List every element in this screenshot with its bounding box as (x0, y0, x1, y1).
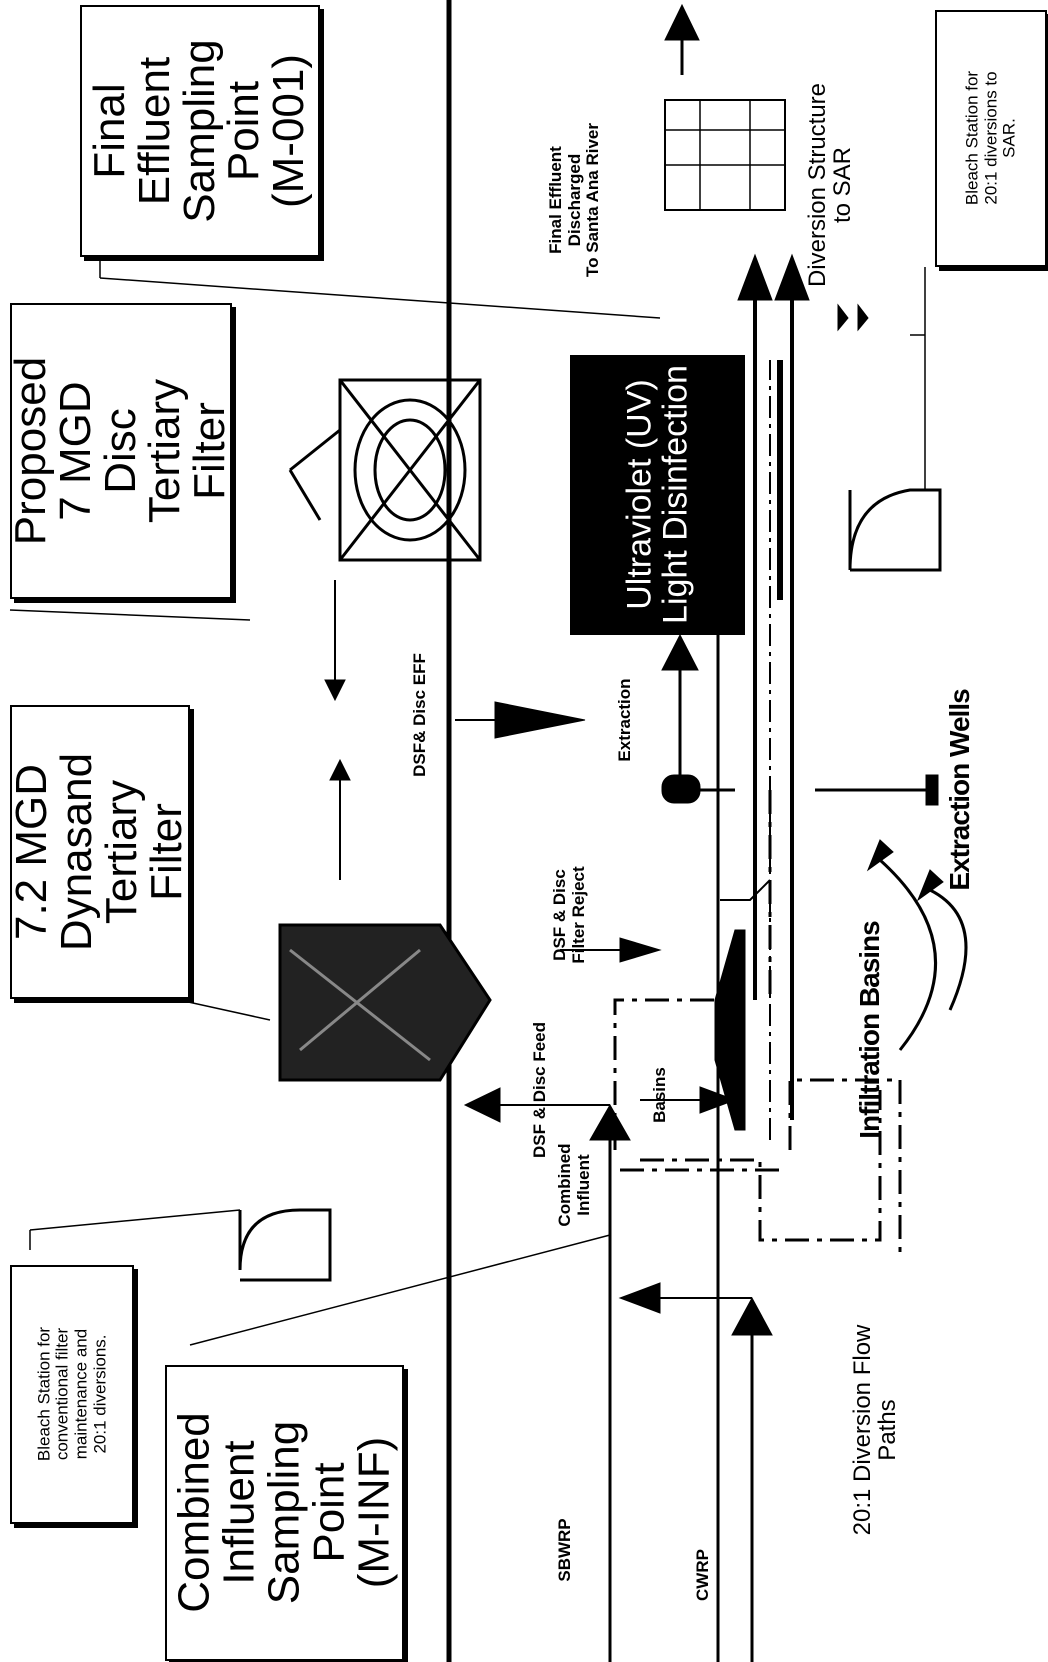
bleach-tank-left (238, 1208, 332, 1282)
dynasand-filter-icon (278, 923, 492, 1082)
sbwrp-arrowhead (589, 1103, 631, 1141)
bleach-sar-box: Bleach Station for 20:1 diversions to SA… (935, 10, 1047, 267)
final-effluent-label: Final Effluent Sampling Point (M-001) (84, 39, 314, 223)
cwrp-cross-arrowhead (618, 1282, 661, 1314)
basins-label: Basins (649, 1067, 669, 1123)
feed-arrowhead (463, 1087, 501, 1123)
dynasand-filter-label: 7.2 MGD Dynasand Tertiary Filter (7, 752, 191, 952)
extraction-arrowhead (661, 633, 699, 671)
extraction-wells-label: Extraction Wells (944, 689, 976, 891)
bleach-conventional-label: Bleach Station for conventional filter m… (34, 1326, 110, 1462)
reject-arrowhead (619, 937, 662, 963)
bleach-sar-label: Bleach Station for 20:1 diversions to SA… (962, 70, 1019, 206)
filter-reject-label: DSF & Disc Filter Reject (550, 866, 588, 964)
proposed-filter-box: Proposed 7 MGD Disc Tertiary Filter (5, 303, 235, 599)
basins-arrowhead (699, 1086, 737, 1114)
final-effluent-box: Final Effluent Sampling Point (M-001) (80, 5, 320, 257)
outlet-arrowhead (664, 3, 700, 41)
dsf-disc-eff-label: DSF& Disc EFF (409, 653, 429, 777)
final-discharge-label: Final Effluent Discharged To Santa Ana R… (545, 123, 603, 277)
sbwrp-label: SBWRP (554, 1518, 574, 1582)
eff-arrowhead (494, 701, 586, 739)
combined-influent-label: Combined Influent (555, 1143, 593, 1227)
bleach-tank-right (848, 488, 942, 572)
diversion-path-b (640, 1090, 882, 1242)
dynasand-filter-box: 7.2 MGD Dynasand Tertiary Filter (7, 705, 191, 999)
uv-disinfection-label: Ultraviolet (UV) Light Disinfection (620, 365, 694, 624)
infiltration-basin (714, 929, 746, 1131)
extraction-pump (661, 774, 701, 804)
cwrp-arrowhead (731, 1296, 773, 1336)
combined-influent-point-label: Combined Influent Sampling Point (M-INF) (169, 1412, 399, 1613)
cwrp-label: CWRP (692, 1549, 712, 1601)
proposed-filter-label: Proposed 7 MGD Disc Tertiary Filter (5, 356, 235, 546)
bleach-conventional-box: Bleach Station for conventional filter m… (10, 1265, 134, 1524)
extraction-label: Extraction (614, 678, 634, 762)
diversion-path-c (788, 1078, 902, 1260)
diversion-paths-label: 20:1 Diversion Flow Paths (848, 1324, 901, 1536)
infiltration-basins-label: Infiltration Basins (854, 921, 886, 1139)
uv-disinfection-block: Ultraviolet (UV) Light Disinfection (570, 355, 745, 635)
combined-influent-point-box: Combined Influent Sampling Point (M-INF) (165, 1365, 404, 1661)
disc-filter-icon (288, 378, 482, 562)
diversion-structure (664, 99, 786, 211)
diversion-structure-label: Diversion Structure to SAR (803, 82, 856, 288)
